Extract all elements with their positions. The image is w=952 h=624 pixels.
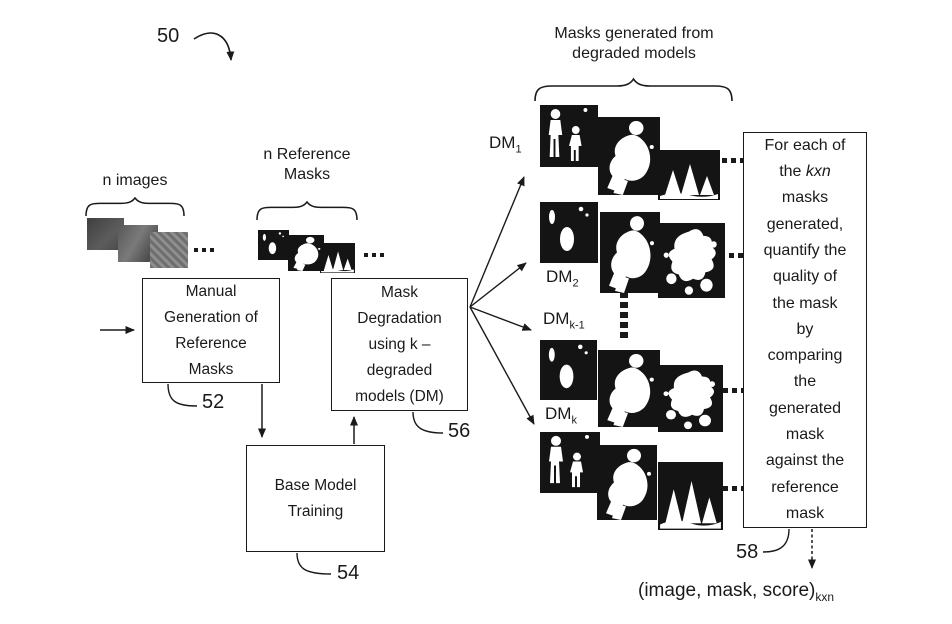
manual-generation-box: Manual Generation of Reference Masks (142, 278, 280, 383)
generated-mask-thumbnail (658, 223, 725, 298)
generated-mask-thumbnail (540, 432, 600, 493)
vertical-ellipsis-dots (620, 292, 628, 338)
dmk-label: DMk (545, 404, 577, 427)
ellipsis-dots (364, 253, 384, 257)
generated-mask-thumbnail (598, 350, 660, 427)
photo-thumbnail (87, 218, 124, 250)
generated-mask-thumbnail (598, 117, 660, 195)
fan-arrow-dm2 (469, 262, 527, 308)
ref56-connector (412, 411, 444, 434)
fan-arrow-dmk1 (469, 306, 532, 331)
reference-mask-thumbnail (320, 243, 355, 273)
photo-thumbnail (150, 232, 188, 268)
generated-mask-thumbnail (540, 105, 598, 167)
fan-arrow-dm1 (469, 176, 525, 308)
n-reference-masks-brace (256, 200, 358, 221)
generated-mask-thumbnail (540, 340, 597, 400)
ref54-connector (296, 552, 332, 575)
dmk1-label: DMk-1 (543, 309, 585, 332)
figure-number-arrow (193, 32, 235, 61)
reference-mask-thumbnail (288, 235, 324, 271)
reference-mask-thumbnail (258, 230, 289, 260)
kxn-italic: kxn (805, 163, 831, 181)
generated-mask-thumbnail (597, 445, 657, 520)
n-images-brace (85, 196, 185, 217)
output-tuple-label: (image, mask, score)kxn (638, 580, 835, 604)
ellipsis-dots (194, 248, 214, 252)
ref54-label: 54 (337, 562, 360, 584)
generated-mask-thumbnail (658, 462, 723, 530)
n-images-label: n images (102, 172, 168, 189)
generated-masks-label: Masks generated from degraded models (554, 25, 714, 62)
row-dots (722, 158, 745, 163)
fan-arrow-dmk (469, 306, 535, 425)
ref58-label: 58 (736, 541, 759, 563)
mask-degradation-box: Mask Degradation using k – degraded mode… (331, 278, 468, 411)
generated-mask-thumbnail (658, 365, 723, 432)
figure-number: 50 (157, 25, 180, 47)
n-reference-masks-label: n Reference Masks (263, 146, 351, 183)
generated-mask-thumbnail (658, 150, 720, 200)
ref52-label: 52 (202, 391, 225, 413)
ref58-connector (762, 528, 790, 553)
generated-mask-thumbnail (540, 202, 598, 263)
generated-masks-brace (534, 77, 733, 102)
dm1-label: DM1 (489, 133, 522, 156)
base-model-training-box: Base Model Training (246, 445, 385, 552)
quality-quantification-box: For each of the kxn masks generated, qua… (743, 132, 867, 528)
dm2-label: DM2 (546, 267, 579, 290)
ref52-connector (167, 383, 198, 407)
generated-mask-thumbnail (600, 212, 660, 293)
ref56-label: 56 (448, 420, 471, 442)
